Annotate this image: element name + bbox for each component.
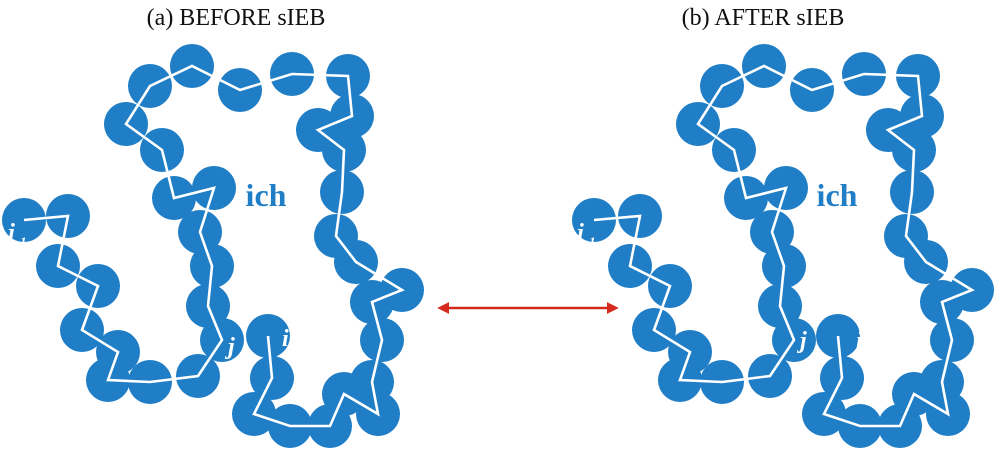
panel-title: (a) BEFORE sIEB — [147, 5, 326, 31]
panel-after: (b) AFTER sIEB ich j 1 j 2 j i — [572, 5, 994, 448]
bead-label-j: j — [224, 334, 235, 360]
bead-label-j1: j — [4, 220, 15, 246]
ich-region-label: ich — [246, 177, 287, 213]
bead-label-j2: j — [164, 308, 175, 334]
chain-backbone — [593, 64, 975, 428]
bead-label-j1-subscript: 1 — [20, 234, 27, 249]
bead-label-j2-subscript: 2 — [179, 322, 187, 337]
bead-label-j1-subscript: 1 — [589, 234, 596, 249]
bead-label-j1: j — [573, 220, 584, 246]
panel-before: (a) BEFORE sIEB ich j 1 j 2 j i — [2, 5, 424, 448]
bead-label-j: j — [796, 328, 807, 354]
chain-backbone — [23, 64, 405, 428]
bead-label-j2: j — [736, 308, 747, 334]
bead-label-i: i — [282, 326, 289, 352]
bead-label-j2-subscript: 2 — [751, 322, 759, 337]
bead-label-i: i — [856, 328, 863, 354]
panel-title: (b) AFTER sIEB — [682, 5, 845, 31]
ich-region-label: ich — [817, 177, 858, 213]
chain-beads — [2, 44, 424, 448]
